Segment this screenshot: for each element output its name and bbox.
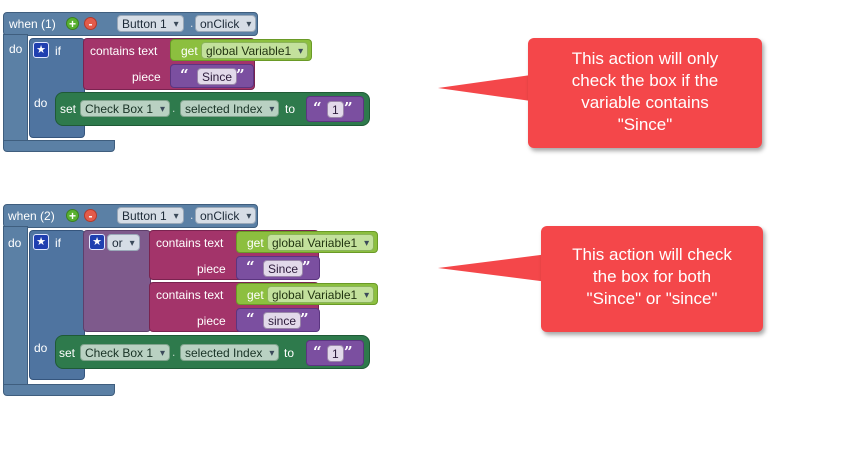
get-label: get <box>247 236 264 250</box>
callout-2-line: the box for both <box>592 267 712 286</box>
callout-1-line: "Since" <box>617 115 673 134</box>
add-icon[interactable]: + <box>66 17 79 30</box>
remove-icon[interactable]: - <box>84 209 97 222</box>
event-body-bottom <box>3 140 115 152</box>
callout-2-line: "Since" or "since" <box>586 289 718 308</box>
value-text-field[interactable]: 1 <box>327 345 344 362</box>
callout-1-pointer <box>438 74 538 102</box>
dot-separator: . <box>190 208 194 222</box>
set-label: set <box>59 346 76 360</box>
close-quote-icon: ” <box>302 258 311 276</box>
contains-text-label: contains text <box>90 44 158 58</box>
close-quote-icon: ” <box>344 343 353 361</box>
piece-text-field[interactable]: Since <box>263 260 304 277</box>
contains-text-label: contains text <box>156 288 224 302</box>
dot-separator: . <box>172 101 176 115</box>
event-dropdown[interactable]: onClick <box>195 207 257 224</box>
callout-1: This action will only check the box if t… <box>528 38 762 148</box>
component-dropdown[interactable]: Button 1 <box>117 207 184 224</box>
callout-1-line: This action will only <box>571 49 719 68</box>
callout-2: This action will check the box for both … <box>541 226 763 332</box>
callout-2-line: This action will check <box>572 245 732 264</box>
contains-text-label: contains text <box>156 236 224 250</box>
target-dropdown[interactable]: Check Box 1 <box>80 100 171 117</box>
when-label: when (1) <box>9 17 56 31</box>
piece-text-field[interactable]: Since <box>197 68 238 85</box>
open-quote-icon: “ <box>246 258 255 276</box>
open-quote-icon: “ <box>246 310 255 328</box>
component-dropdown[interactable]: Button 1 <box>117 15 184 32</box>
value-text-field[interactable]: 1 <box>327 101 344 118</box>
property-dropdown[interactable]: selected Index <box>180 100 280 117</box>
piece-label: piece <box>197 262 226 276</box>
if-label: if <box>55 44 61 58</box>
to-label: to <box>284 346 295 360</box>
or-mutator-star-icon[interactable]: ★ <box>89 234 105 250</box>
variable-dropdown[interactable]: global Variable1 <box>201 42 309 59</box>
target-dropdown[interactable]: Check Box 1 <box>80 344 171 361</box>
open-quote-icon: “ <box>313 99 322 117</box>
piece-label: piece <box>132 70 161 84</box>
close-quote-icon: ” <box>300 310 309 328</box>
do-label: do <box>8 236 22 250</box>
do-label: do <box>9 42 23 56</box>
mutator-star-icon[interactable]: ★ <box>33 234 49 250</box>
get-label: get <box>181 44 198 58</box>
if-label: if <box>55 236 61 250</box>
open-quote-icon: “ <box>313 343 322 361</box>
callout-1-line: variable contains <box>581 93 709 112</box>
mutator-star-icon[interactable]: ★ <box>33 42 49 58</box>
variable-dropdown[interactable]: global Variable1 <box>267 286 375 303</box>
add-icon[interactable]: + <box>66 209 79 222</box>
callout-1-line: check the box if the <box>571 71 719 90</box>
event-body-bottom <box>3 384 115 396</box>
event-body-left <box>3 34 28 150</box>
to-label: to <box>285 102 296 116</box>
remove-icon[interactable]: - <box>84 17 97 30</box>
inner-do-label: do <box>34 341 48 355</box>
close-quote-icon: ” <box>236 66 245 84</box>
inner-do-label: do <box>34 96 48 110</box>
piece-label: piece <box>197 314 226 328</box>
close-quote-icon: ” <box>344 99 353 117</box>
piece-text-field[interactable]: since <box>263 312 302 329</box>
set-label: set <box>60 102 77 116</box>
callout-2-pointer <box>438 254 548 282</box>
dot-separator: . <box>172 345 176 359</box>
event-body-left <box>3 226 28 394</box>
property-dropdown[interactable]: selected Index <box>180 344 280 361</box>
dot-separator: . <box>190 16 194 30</box>
get-label: get <box>247 288 264 302</box>
when-label: when (2) <box>8 209 55 223</box>
variable-dropdown[interactable]: global Variable1 <box>267 234 375 251</box>
open-quote-icon: “ <box>180 66 189 84</box>
event-dropdown[interactable]: onClick <box>195 15 257 32</box>
or-dropdown[interactable]: or <box>107 234 140 251</box>
